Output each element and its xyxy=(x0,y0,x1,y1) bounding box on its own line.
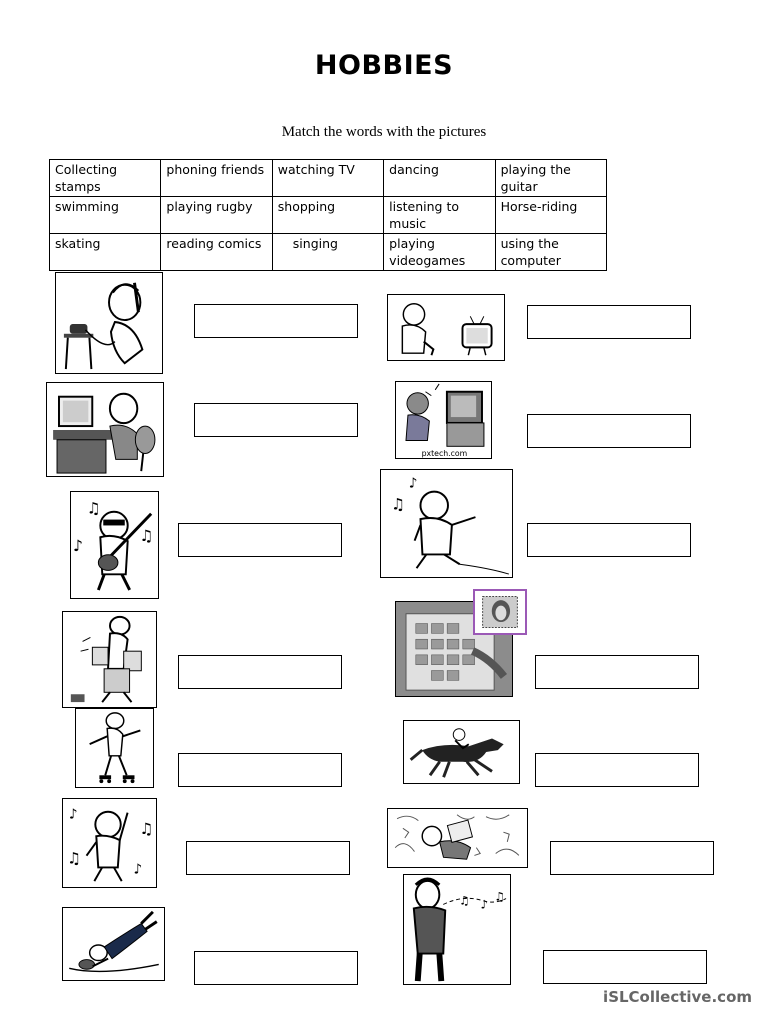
svg-text:♫: ♫ xyxy=(494,890,505,904)
collecting-stamps-picture xyxy=(395,601,513,697)
playing-rugby-picture xyxy=(62,907,165,981)
svg-text:♫: ♫ xyxy=(139,526,153,545)
phoning-friends-picture xyxy=(55,272,163,374)
word-cell: singing xyxy=(271,233,385,271)
answer-box[interactable] xyxy=(550,841,714,875)
svg-text:♫: ♫ xyxy=(67,849,81,868)
svg-text:♫: ♫ xyxy=(87,499,101,518)
instruction-text: Match the words with the pictures xyxy=(281,124,487,140)
answer-box[interactable] xyxy=(178,523,342,557)
worksheet-title: HOBBIES xyxy=(314,50,454,81)
singing-picture: ♫ ♪ xyxy=(380,469,513,578)
shopping-picture xyxy=(62,611,157,708)
stamp-inset-picture xyxy=(473,589,527,635)
answer-box[interactable] xyxy=(535,753,699,787)
word-cell: phoning friends xyxy=(160,159,273,197)
svg-text:♪: ♪ xyxy=(73,536,83,555)
word-cell: Collecting stamps xyxy=(48,159,162,197)
table-row: Collecting stamps phoning friends watchi… xyxy=(48,159,608,197)
listening-to-music-picture: ♫ ♪ ♫ xyxy=(403,874,511,985)
answer-box[interactable] xyxy=(186,841,350,875)
table-row: skating reading comics singing playing v… xyxy=(48,233,608,271)
word-cell: Horse-riding xyxy=(494,196,608,234)
word-cell: dancing xyxy=(383,159,496,197)
dancing-picture: ♪ ♫ ♫ ♪ xyxy=(62,798,157,888)
svg-text:♪: ♪ xyxy=(69,807,78,823)
word-bank-table: Collecting stamps phoning friends watchi… xyxy=(48,159,608,271)
horse-riding-picture xyxy=(403,720,520,784)
word-cell: playing videogames xyxy=(383,233,496,271)
answer-box[interactable] xyxy=(194,951,358,985)
word-cell: reading comics xyxy=(160,233,273,271)
svg-text:♪: ♪ xyxy=(409,476,418,492)
word-cell: shopping xyxy=(271,196,385,234)
svg-text:♫: ♫ xyxy=(459,893,470,907)
word-cell: using the computer xyxy=(494,233,608,271)
word-cell: listening to music xyxy=(383,196,496,234)
word-cell: swimming xyxy=(48,196,162,234)
site-watermark: iSLCollective.com xyxy=(603,988,752,1006)
table-row: swimming playing rugby shopping listenin… xyxy=(48,196,608,234)
answer-box[interactable] xyxy=(527,305,691,339)
answer-box[interactable] xyxy=(178,655,342,689)
using-computer-picture xyxy=(46,382,164,477)
skating-picture xyxy=(75,708,154,788)
svg-text:♪: ♪ xyxy=(133,861,142,877)
answer-box[interactable] xyxy=(178,753,342,787)
answer-box[interactable] xyxy=(194,304,358,338)
reading-comics-picture xyxy=(387,808,528,868)
word-cell: playing rugby xyxy=(160,196,273,234)
picture-caption: pxtech.com xyxy=(422,449,468,458)
answer-box[interactable] xyxy=(527,523,691,557)
answer-box[interactable] xyxy=(527,414,691,448)
svg-text:♪: ♪ xyxy=(481,897,489,911)
word-cell: skating xyxy=(48,233,162,271)
answer-box[interactable] xyxy=(535,655,699,689)
answer-box[interactable] xyxy=(194,403,358,437)
word-cell: watching TV xyxy=(271,159,385,197)
playing-videogames-picture: pxtech.com xyxy=(395,381,492,459)
answer-box[interactable] xyxy=(543,950,707,984)
playing-guitar-picture: ♫ ♪ ♫ xyxy=(70,491,159,599)
svg-text:♫: ♫ xyxy=(391,494,405,513)
watching-tv-picture xyxy=(387,294,505,361)
word-cell: playing the guitar xyxy=(494,159,608,197)
svg-text:♫: ♫ xyxy=(139,819,153,838)
